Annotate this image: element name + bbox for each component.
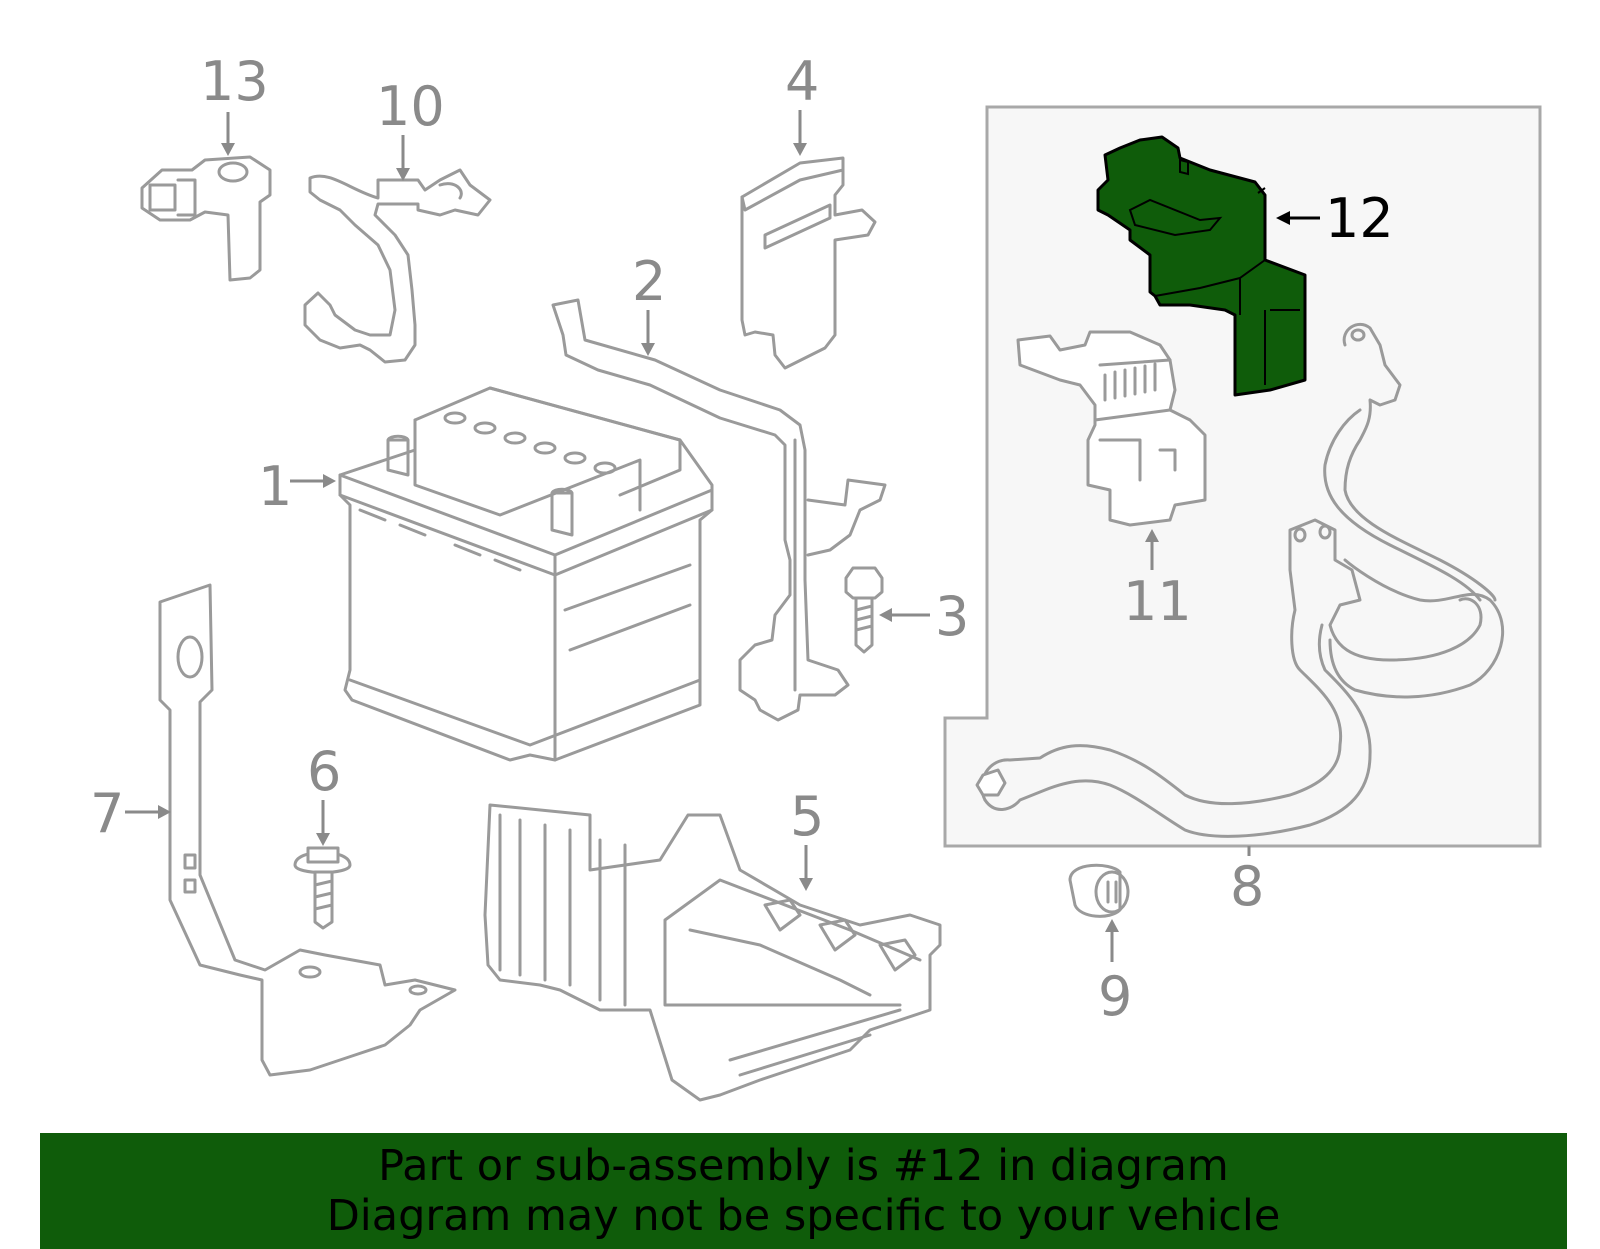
callout-9: 9 bbox=[1098, 965, 1132, 1028]
callout-7: 7 bbox=[90, 782, 124, 845]
part-5-tray[interactable] bbox=[483, 803, 942, 1102]
callout-6: 6 bbox=[307, 740, 341, 803]
part-11-fusebox[interactable] bbox=[1016, 330, 1207, 527]
part-7-holddown[interactable] bbox=[158, 583, 457, 1077]
info-banner: Part or sub-assembly is #12 in diagram D… bbox=[40, 1133, 1567, 1249]
callout-2: 2 bbox=[632, 250, 666, 313]
part-2-rod[interactable] bbox=[551, 298, 887, 722]
callout-3: 3 bbox=[935, 585, 969, 648]
callout-4: 4 bbox=[785, 50, 819, 113]
callout-5: 5 bbox=[790, 785, 824, 848]
part-9-cap[interactable] bbox=[1068, 863, 1130, 918]
callout-12: 12 bbox=[1325, 187, 1394, 250]
part-4-bracket[interactable] bbox=[740, 156, 877, 370]
part-6-bolt[interactable] bbox=[293, 846, 352, 930]
part-13-sensor[interactable] bbox=[140, 155, 272, 282]
callout-8: 8 bbox=[1230, 855, 1264, 918]
callout-10: 10 bbox=[376, 75, 445, 138]
part-10-cable[interactable] bbox=[303, 168, 492, 364]
callout-11: 11 bbox=[1123, 570, 1192, 633]
part-8-cables[interactable] bbox=[975, 322, 1505, 838]
part-3-bolt[interactable] bbox=[844, 566, 884, 654]
banner-line-2: Diagram may not be specific to your vehi… bbox=[326, 1191, 1281, 1241]
part-1-battery[interactable] bbox=[338, 386, 714, 762]
banner-line-1: Part or sub-assembly is #12 in diagram bbox=[378, 1141, 1229, 1191]
callout-1: 1 bbox=[258, 455, 292, 518]
part-12-cover-highlighted[interactable] bbox=[1096, 135, 1307, 397]
callout-13: 13 bbox=[200, 50, 269, 113]
